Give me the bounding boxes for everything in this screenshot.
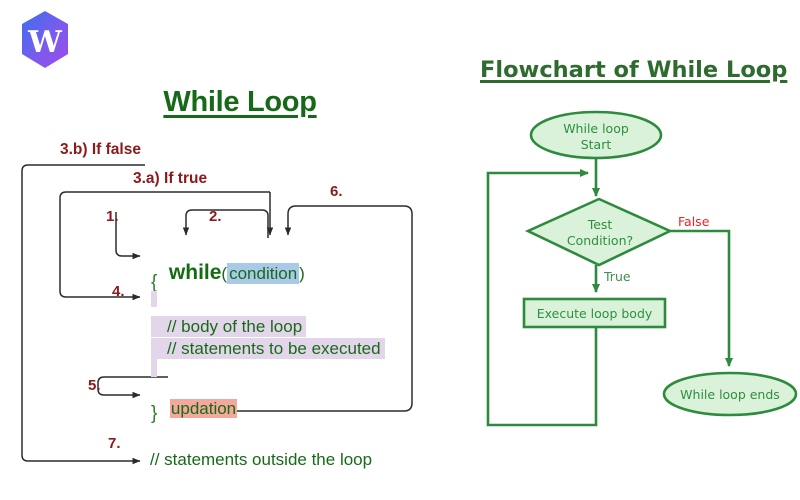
label-step-6: 6. [330, 183, 343, 200]
connector-step6 [170, 205, 413, 412]
edge-body-loop-back [486, 169, 598, 427]
brace-open: { [151, 272, 158, 293]
label-if-true: 3.a) If true [133, 170, 208, 187]
code-line-body-comment-2: // statements to be executed [151, 338, 385, 359]
code-line-outside: // statements outside the loop [150, 450, 373, 469]
paren-open: ( [221, 264, 228, 283]
code-line-while: while(condition) [150, 245, 305, 300]
indent-bar-bottom [151, 355, 157, 377]
label-step-2: 2. [209, 208, 222, 225]
right-panel-title: Flowchart of While Loop [480, 57, 788, 83]
connector-step1 [115, 212, 141, 260]
label-step-4: 4. [112, 283, 125, 300]
paren-close: ) [299, 264, 305, 283]
brace-close: } [151, 403, 158, 424]
updation-token: updation [169, 399, 238, 418]
keyword-while: while [168, 261, 222, 284]
node-body-label: Execute loop body [536, 306, 653, 321]
node-start-label: While loop Start [563, 121, 629, 152]
code-line-updation: updation [151, 383, 238, 434]
label-step-5: 5. [88, 377, 101, 394]
left-panel-title: While Loop [163, 86, 317, 118]
logo-letter: W [27, 25, 63, 60]
code-line-body-comment-1: // body of the loop [151, 316, 307, 337]
label-step-1: 1. [106, 208, 119, 225]
label-if-false: 3.b) If false [60, 141, 141, 158]
hexagon-shape [22, 11, 68, 68]
indent-bar-top [151, 291, 157, 307]
edge-test-to-end [670, 229, 733, 367]
edge-label-false: False [678, 214, 710, 229]
edge-label-true: True [604, 269, 631, 284]
w-hexagon-logo: W [16, 9, 74, 71]
condition-token: condition [227, 263, 300, 284]
connector-if-false [21, 164, 145, 465]
node-end-label: While loop ends [680, 387, 780, 402]
connector-step2 [182, 209, 269, 238]
label-step-7: 7. [108, 435, 121, 452]
node-test-label: Test Condition? [566, 217, 634, 248]
